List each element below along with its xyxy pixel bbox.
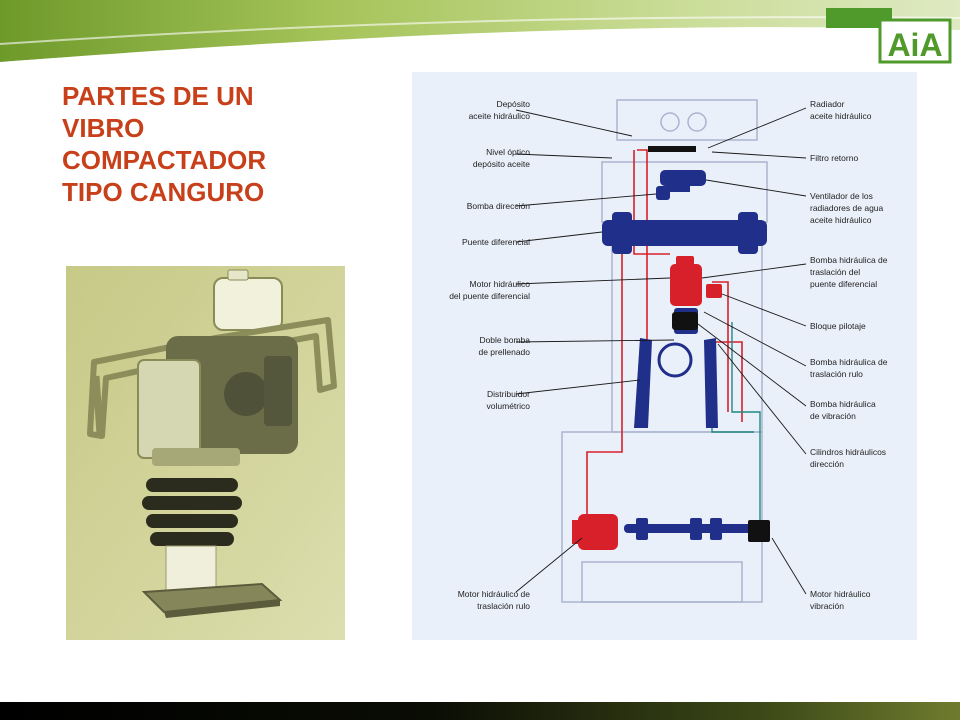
label-bloque-pilotaje: Bloque pilotaje	[810, 321, 866, 331]
label-motor-puente: Motor hidráulico del puente diferencial	[449, 279, 530, 301]
label-puente-diferencial: Puente diferencial	[461, 237, 530, 247]
rammer-photo	[66, 266, 345, 640]
aia-logo: AiA	[826, 8, 952, 64]
hydraulic-diagram: Depósito aceite hidráulico Nivel óptico …	[412, 72, 917, 640]
title-line-4: TIPO CANGURO	[62, 177, 265, 207]
label-motor-vibracion: Motor hidráulico vibración	[810, 589, 871, 611]
label-distribuidor: Distribuidor volumétrico	[486, 389, 530, 411]
label-motor-rulo: Motor hidráulico de traslación rulo	[457, 589, 530, 611]
slide-title: PARTES DE UN VIBRO COMPACTADOR TIPO CANG…	[62, 80, 362, 208]
footer-band	[0, 702, 960, 720]
logo-text: AiA	[887, 27, 942, 63]
title-line-2: VIBRO	[62, 113, 145, 143]
header-band	[0, 0, 960, 62]
rammer-machine-icon	[87, 269, 337, 618]
label-bomba-traslacion-puente: Bomba hidráulica de traslación del puent…	[810, 255, 888, 289]
label-radiador: Radiador aceite hidráulico	[810, 99, 872, 121]
label-cilindros-direccion: Cilindros hidráulicos dirección	[810, 447, 887, 469]
label-doble-bomba: Doble bomba de prellenado	[478, 335, 530, 357]
diagram-drawing	[515, 99, 807, 603]
label-nivel-optico: Nivel óptico depósito aceite	[472, 147, 530, 169]
label-filtro-retorno: Filtro retorno	[810, 153, 859, 163]
label-bomba-traslacion-rulo: Bomba hidráulica de traslación rulo	[810, 357, 888, 379]
label-bomba-direccion: Bomba dirección	[466, 201, 530, 211]
label-ventilador: Ventilador de los radiadores de agua ace…	[810, 191, 884, 225]
label-bomba-vibracion: Bomba hidráulica de vibración	[810, 399, 876, 421]
title-line-1: PARTES DE UN	[62, 81, 254, 111]
title-line-3: COMPACTADOR	[62, 145, 267, 175]
label-deposito: Depósito aceite hidráulico	[468, 99, 530, 121]
